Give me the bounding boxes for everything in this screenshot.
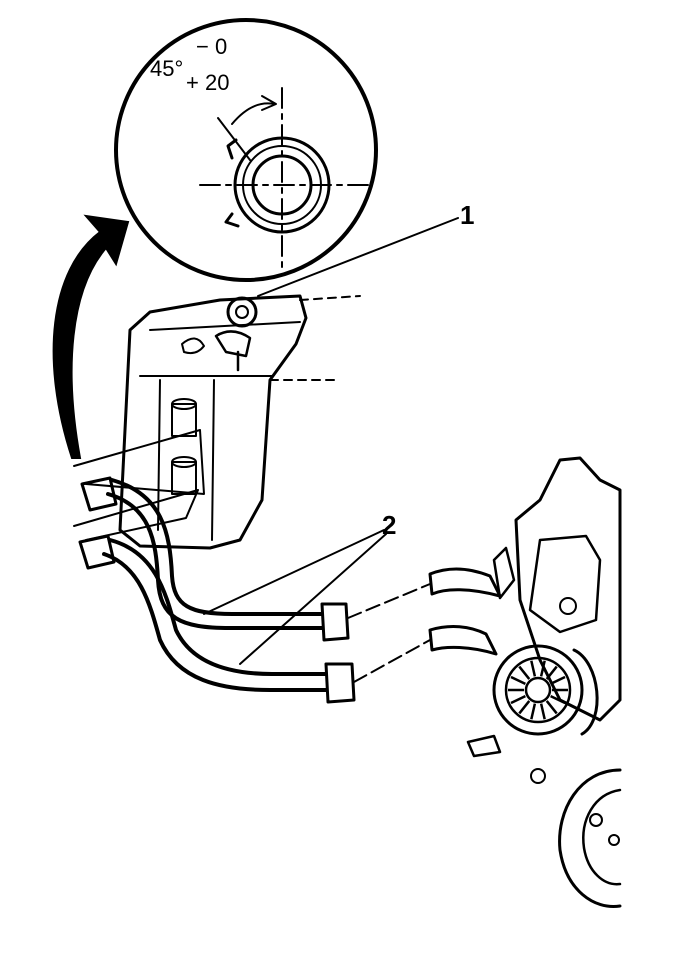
line-clamp-tank-lower <box>78 534 116 570</box>
alternator-fan <box>504 656 572 724</box>
crank-bolt-2 <box>608 834 620 846</box>
fitting-middle-ring <box>242 145 322 225</box>
fan-blade <box>545 700 558 715</box>
line-clamp-tank-upper <box>80 476 118 512</box>
angle-label: 45° <box>150 56 183 81</box>
quick-connector-lower <box>324 662 356 704</box>
drain-plug-center <box>235 305 249 319</box>
cooler-line-upper-inner <box>110 478 324 616</box>
engine-port-upper <box>428 567 502 598</box>
clip-tab-lower <box>224 212 240 228</box>
tank-boss <box>181 337 205 355</box>
leader-line-2a <box>203 529 385 615</box>
crank-bolt <box>589 813 603 827</box>
fan-blade <box>518 665 531 680</box>
callout-2-number: 2 <box>382 510 396 540</box>
quick-connector-upper <box>320 602 350 642</box>
crank-pulley-outer <box>558 768 622 908</box>
fan-blade <box>510 675 526 686</box>
engine-block <box>514 456 622 722</box>
alternator-pulley-rim <box>572 648 599 736</box>
cooler-lines <box>78 476 431 704</box>
fan-blade <box>550 694 566 705</box>
tolerance-minus-label: − 0 <box>196 34 227 59</box>
tank-panel-line-right <box>211 379 215 541</box>
leader-line-1 <box>257 217 459 297</box>
alternator-housing <box>492 644 584 736</box>
engine-port-lower <box>428 625 498 656</box>
cooler-line-lower-inner <box>108 538 328 676</box>
cooler-fitting-upper <box>171 403 197 437</box>
fan-blade <box>539 660 546 677</box>
bracket-plate <box>528 534 602 634</box>
line-bracket <box>492 546 516 600</box>
fan-blade <box>510 694 526 705</box>
alternator <box>492 644 599 736</box>
angle-reference-line <box>217 117 251 161</box>
detail-arrow <box>52 214 130 459</box>
fitting-pointer-lower <box>73 489 199 541</box>
fitting-bore <box>251 154 313 216</box>
drain-valve-body <box>214 330 252 358</box>
callout-2: 2 <box>203 510 396 665</box>
engine-assembly <box>428 456 622 908</box>
fitting-outer-ring <box>233 136 331 234</box>
tolerance-plus-label: + 20 <box>186 70 229 95</box>
crank-pulley <box>558 768 622 908</box>
alternator-hub <box>524 676 552 704</box>
fan-blade <box>545 665 558 680</box>
fan-blade <box>518 700 531 715</box>
cooler-fitting-lower-end <box>171 456 197 468</box>
bracket-bolt <box>559 597 577 615</box>
callout-1: 1 <box>257 200 474 297</box>
tank-panel-line-left <box>157 379 161 531</box>
callout-1-number: 1 <box>460 200 474 230</box>
fitting-pointer-upper <box>73 429 205 495</box>
cooler-fitting-upper-end <box>171 398 197 410</box>
angle-arc <box>231 102 275 125</box>
alternator-fan-blades <box>508 660 568 720</box>
sensor-connector <box>466 734 502 758</box>
tank-top-edge <box>149 321 301 331</box>
drain-plug <box>226 296 258 328</box>
mount-bolt <box>530 768 546 784</box>
radiator-tank <box>73 294 361 550</box>
fan-blade <box>530 660 537 677</box>
fan-blade <box>530 703 537 720</box>
connector-path-upper <box>347 583 431 619</box>
core-dash-line-top <box>299 295 361 301</box>
leader-line-2b <box>239 533 387 665</box>
fan-blade <box>550 675 566 686</box>
crank-pulley-inner <box>582 788 622 886</box>
detail-view: 45° − 0 + 20 <box>114 18 378 282</box>
cooler-line-lower-outer <box>102 552 328 692</box>
detail-circle <box>114 18 378 282</box>
clip-tab-upper <box>226 138 238 160</box>
connector-path-lower <box>353 639 431 683</box>
angle-arrowhead <box>261 95 277 111</box>
curved-arrow-icon <box>52 214 130 459</box>
fan-blade <box>539 703 546 720</box>
